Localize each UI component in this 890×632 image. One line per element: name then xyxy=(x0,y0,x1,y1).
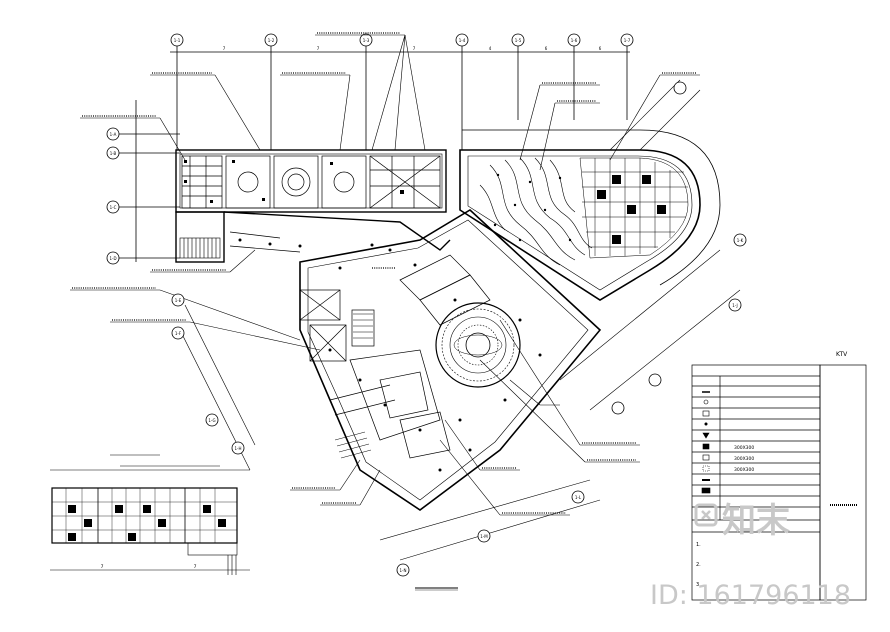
west-stair xyxy=(179,237,221,259)
right-side-label: KTV xyxy=(836,351,848,358)
grid-bubble-1: 1-1 xyxy=(174,38,181,43)
interior-fixtures xyxy=(238,238,542,472)
left-grid-bubble-labels: 1-A 1-B 1-C 1-D xyxy=(109,132,116,261)
title-strip xyxy=(819,364,867,601)
grid-dim-5: 6 xyxy=(545,46,548,51)
diag-bubble-3: 1-G xyxy=(208,418,215,423)
grid-dim-2: 7 xyxy=(317,46,320,51)
building-outline xyxy=(175,129,721,511)
inset-labels: 7 7 xyxy=(101,564,197,570)
legend-text: 300X300 300X300 300X300 1. 2. 3. xyxy=(696,445,754,588)
left-grid-bubbles xyxy=(106,100,180,265)
diag-bubble-4: 1-H xyxy=(235,446,242,451)
grid-bubble-7: 1-7 xyxy=(624,38,631,43)
grid-bubble-c: 1-C xyxy=(110,205,117,210)
legend-note-1: 1. xyxy=(696,542,701,548)
top-grid-bubbles xyxy=(170,33,634,150)
annotation-text-marks xyxy=(72,32,696,514)
legend-row-8: 300X300 xyxy=(734,467,754,473)
top-grid-bubble-labels: 1-1 1-2 1-3 1-4 1-5 1-6 1-7 7 7 7 4 6 6 xyxy=(174,38,631,51)
grid-dim-1: 7 xyxy=(223,46,226,51)
diagonal-bubbles xyxy=(171,81,747,577)
diag-bubble-5: 1-J xyxy=(732,303,737,308)
east-wing-tile-marks xyxy=(597,175,666,244)
grid-bubble-4: 1-4 xyxy=(459,38,466,43)
annotation-leaders xyxy=(70,34,700,516)
inset-dim-2: 7 xyxy=(194,564,197,570)
watermark-id: ID: 161796118 xyxy=(650,580,851,611)
inset-tile-marks xyxy=(68,505,226,541)
watermark-brand: 知末 xyxy=(722,501,790,541)
legend-symbols xyxy=(701,391,711,494)
legend-row-6: 300X300 xyxy=(734,445,754,451)
grid-bubble-3: 1-3 xyxy=(363,38,370,43)
grid-bubble-5: 1-5 xyxy=(515,38,522,43)
diag-bubble-9: 1-N xyxy=(400,568,407,573)
inset-plan xyxy=(50,454,250,575)
north-rooms-fill xyxy=(184,160,404,203)
sheet-title-block xyxy=(415,587,458,591)
inset-dim-1: 7 xyxy=(101,564,104,570)
east-wing-dots xyxy=(493,173,572,242)
diag-bubble-2: 1-F xyxy=(175,331,182,336)
watermark-logo xyxy=(694,503,718,527)
north-rooms xyxy=(181,155,441,209)
grid-dim-6: 6 xyxy=(599,46,602,51)
interior-rooms xyxy=(229,231,491,459)
grid-bubble-2: 1-2 xyxy=(268,38,275,43)
grid-dim-4: 4 xyxy=(489,46,492,51)
central-round-stage xyxy=(435,302,521,388)
watermark: 知末 ID: 161796118 xyxy=(650,501,851,611)
grid-bubble-a: 1-A xyxy=(110,132,117,137)
diag-bubble-6: 1-K xyxy=(737,238,744,243)
east-wing-waves xyxy=(479,157,593,266)
grid-bubble-d: 1-D xyxy=(109,256,116,261)
diag-bubble-7: 1-L xyxy=(575,495,582,500)
legend-table xyxy=(691,364,821,601)
diag-bubble-8: 1-M xyxy=(480,534,488,539)
diagonal-bubble-labels: 1-E 1-F 1-G 1-H 1-J 1-K 1-L 1-M 1-N xyxy=(175,238,744,573)
interior-stairs xyxy=(334,313,373,459)
diag-bubble-1: 1-E xyxy=(175,298,182,303)
east-wing-tile-grid xyxy=(579,157,689,259)
grid-bubble-b: 1-B xyxy=(110,151,117,156)
legend-note-3: 3. xyxy=(696,582,701,588)
grid-dim-3: 7 xyxy=(413,46,416,51)
grid-bubble-6: 1-6 xyxy=(571,38,578,43)
legend-note-2: 2. xyxy=(696,562,701,568)
legend-row-7: 300X300 xyxy=(734,456,754,462)
